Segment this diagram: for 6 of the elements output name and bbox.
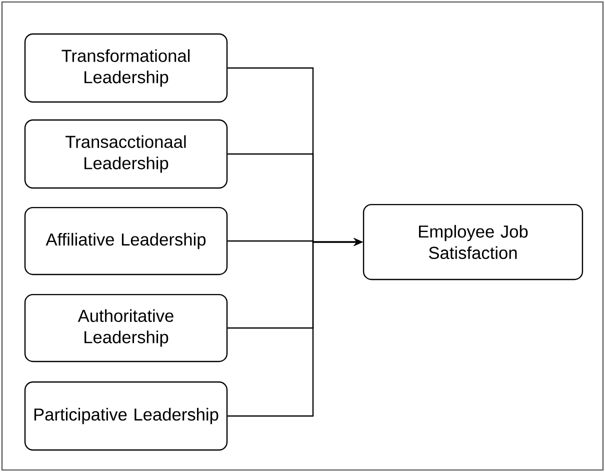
- process-box: Authoritative Leadership: [24, 294, 228, 362]
- process-box: Participative Leadership: [24, 381, 228, 451]
- process-box: Affiliative Leadership: [24, 206, 228, 276]
- process-box: Transacctionaal Leadership: [24, 119, 228, 189]
- process-box: Transformational Leadership: [24, 33, 228, 103]
- process-box: Employee Job Satisfaction: [362, 204, 584, 280]
